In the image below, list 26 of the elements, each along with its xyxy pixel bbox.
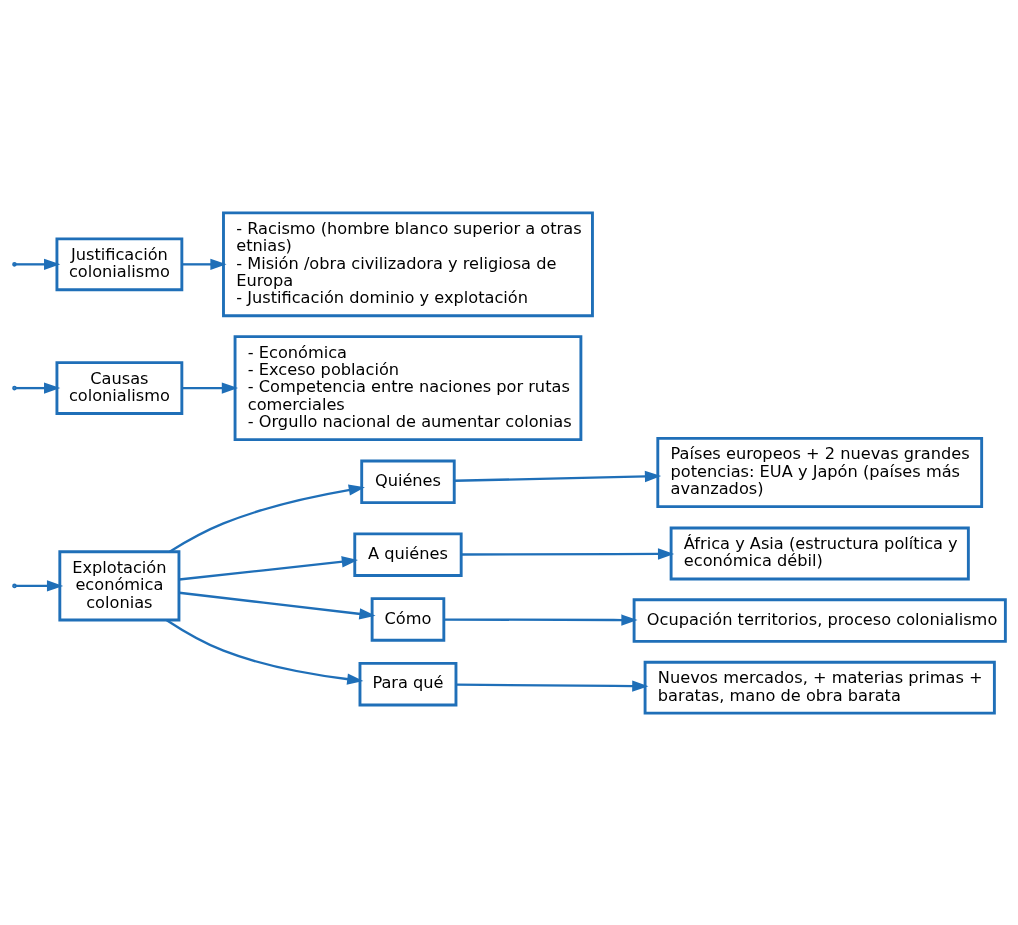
arrow — [14, 579, 63, 592]
node-box: Países europeos + 2 nuevas grandes potencias: EUA y Japón (países más avanzados) — [655, 436, 983, 508]
node-box: Causas colonialismo — [55, 360, 183, 415]
node-box: Nuevos mercados, + materias primas + baratas, mano de obra barata — [643, 660, 996, 715]
node-box: A quiénes — [352, 531, 463, 577]
arrow — [181, 381, 238, 394]
node-box: Explotación económica colonias — [57, 549, 180, 621]
node-box: - Racismo (hombre blanco superior a otras etnias) - Misión /obra civilizadora y religiosa de Europa - Justificación dominio y explotación — [221, 210, 594, 317]
arrow — [460, 547, 674, 560]
arrow — [168, 483, 365, 553]
arrow — [443, 613, 638, 626]
arrow — [178, 591, 376, 620]
arrow — [455, 679, 648, 692]
arrow — [165, 618, 363, 685]
arrow — [178, 555, 358, 581]
arrow — [454, 470, 661, 482]
arrow — [14, 381, 60, 394]
node-box: África y Asia (estructura política y económica débil) — [669, 526, 970, 580]
node-box: Cómo — [370, 596, 445, 642]
node-box: Para qué — [358, 661, 457, 706]
arrow — [14, 258, 60, 270]
node-box: Justificación colonialismo — [55, 236, 183, 291]
node-box: Quiénes — [359, 459, 456, 504]
node-box: - Económica - Exceso población - Competencia entre naciones por rutas comerciales - Orgullo nacional de aumentar colonias — [233, 334, 582, 441]
node-box: Ocupación territorios, proceso colonialismo — [632, 597, 1007, 643]
arrow — [181, 258, 227, 270]
